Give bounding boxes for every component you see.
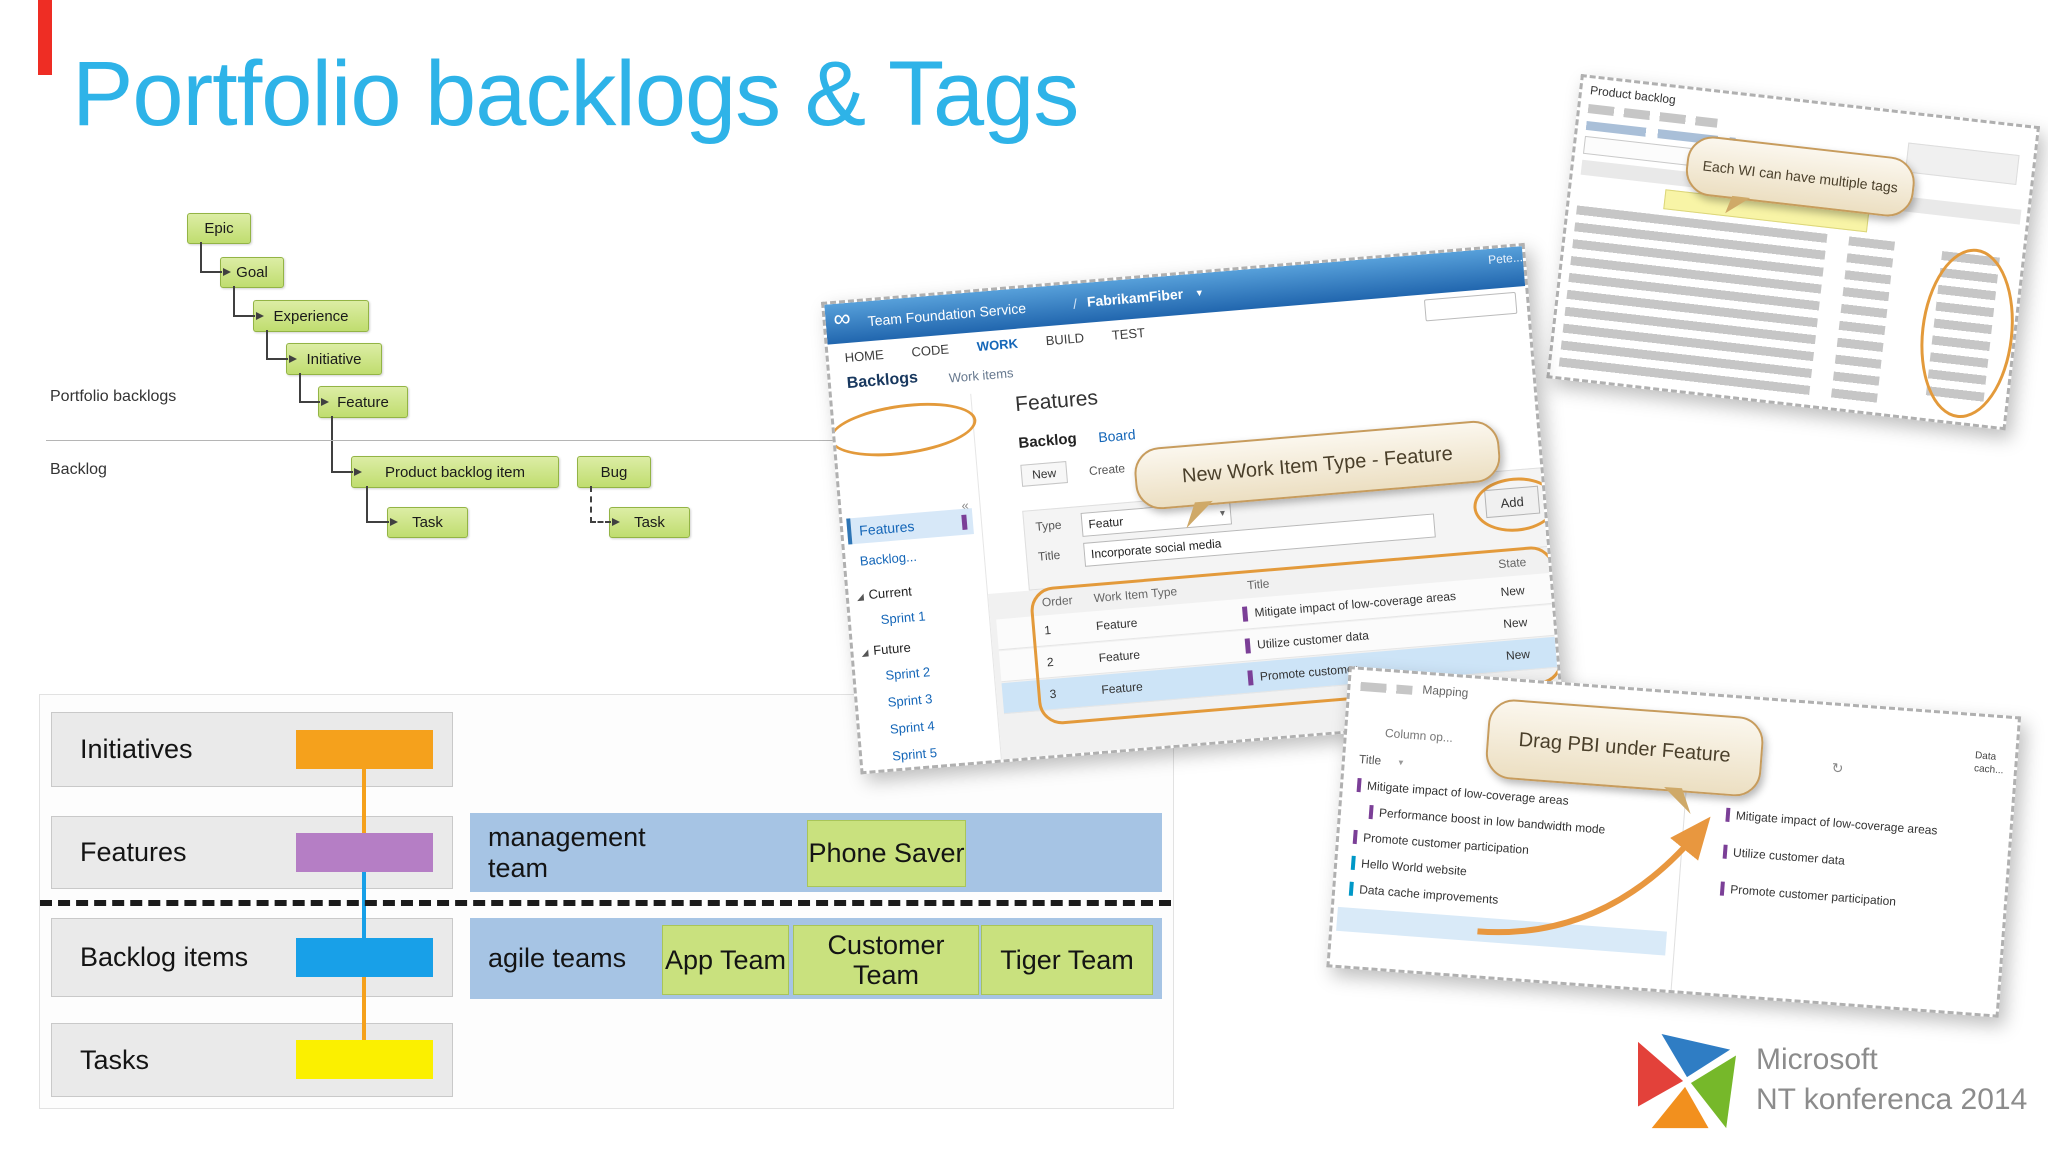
tab-backlog[interactable]: Backlog [1017,430,1078,452]
blurred-title-column [1558,205,1828,396]
task-color-chip [296,1040,433,1079]
tfs-brand: Team Foundation Service [867,299,1027,330]
subnav-work-items[interactable]: Work items [948,365,1014,386]
sidebar-item-backlog[interactable]: Backlog... [859,548,918,569]
sidebar-item-sprint-4[interactable]: Sprint 4 [889,718,936,737]
tab-board[interactable]: Board [1097,426,1137,446]
portfolio-backlogs-label: Portfolio backlogs [50,388,177,405]
nav-item-test[interactable]: TEST [1111,325,1146,343]
backlog-item-color-chip [296,938,433,977]
title-label: Title [1037,547,1061,564]
callout-text: Drag PBI under Feature [1517,728,1732,767]
brand-line-2: NT konferenca 2014 [1756,1083,2028,1116]
sidebar-item-sprint-3[interactable]: Sprint 3 [887,691,934,710]
sidebar-item-sprint-1[interactable]: Sprint 1 [880,608,927,628]
type-label: Type [1034,517,1063,534]
blurred-panel [1904,142,2020,185]
connector-arrow [331,416,362,476]
sidebar-group-label: Current [867,583,913,603]
search-input[interactable] [1423,291,1518,322]
sidebar-item-sprint-5[interactable]: Sprint 5 [891,744,938,764]
chevron-down-icon: ▾ [1219,507,1226,519]
nav-item-home[interactable]: HOME [844,346,885,366]
breadcrumb-separator: / [1072,295,1078,312]
node-task: Task [387,507,468,538]
new-button[interactable]: New [1020,461,1069,487]
connector-line [362,769,366,833]
logo-green-triangle [1690,1055,1736,1129]
sidebar-group-future[interactable]: ◢Future [861,639,912,659]
layer-label: Backlog items [80,942,249,973]
teams-layers-diagram: Initiatives Features Backlog items Tasks… [39,694,1174,1109]
project-selector[interactable]: FabrikamFiber [1086,285,1184,310]
sidebar-group-label: Future [872,639,912,658]
connector-arrow [233,286,264,320]
feature-color-bar [961,514,968,530]
callout-text: New Work Item Type - Feature [1181,442,1454,487]
subnav-backlogs[interactable]: Backlogs [846,369,919,393]
tree-expand-icon: ◢ [856,591,865,603]
backlog-label: Backlog [50,461,107,478]
create-query-link[interactable]: Create [1088,461,1126,479]
node-feature: Feature [318,386,408,418]
team-row-label: agile teams [488,943,627,974]
initiative-color-chip [296,730,433,769]
nav-item-work[interactable]: WORK [976,335,1019,355]
blurred-state-column [1830,236,1896,404]
sidebar-item-label: Features [858,518,915,539]
brand-line-1: Microsoft [1756,1043,1878,1076]
layer-label: Features [80,837,187,868]
connector-arrow-dashed [590,486,620,526]
sidebar-item-features[interactable]: Features [846,508,974,545]
tfs-header-bar: ∞ Team Foundation Service / FabrikamFibe… [824,245,1532,345]
connector-arrow [200,242,231,276]
connector-arrow [299,373,329,406]
visual-studio-logo-icon: ∞ [832,304,852,333]
layer-label: Initiatives [80,734,193,765]
team-chip-tiger-team: Tiger Team [981,925,1153,995]
node-initiative: Initiative [286,343,382,375]
slide-accent-bar [38,0,52,75]
logo-blue-triangle [1661,1034,1731,1078]
nav-item-build[interactable]: BUILD [1045,330,1085,349]
project-chevron-icon[interactable]: ▾ [1196,287,1203,300]
node-experience: Experience [253,300,369,332]
nt-konferenca-logo [1638,1034,1736,1129]
connector-arrow [266,330,297,363]
tags-screenshot: Product backlog Each WI can have multipl… [1546,74,2041,431]
team-chip-phone-saver: Phone Saver [807,820,966,887]
team-chip-customer-team: Customer Team [793,925,979,995]
type-select-value: Featur [1087,514,1124,532]
conference-brand: Microsoft NT konferenca 2014 [1756,1040,2027,1120]
section-divider [46,440,976,441]
node-epic: Epic [187,213,251,244]
tree-expand-icon: ◢ [861,647,869,658]
node-bug: Bug [577,456,651,488]
portfolio-backlog-divider [40,900,1171,906]
product-backlog-title: Product backlog [1589,83,1677,107]
connector-line [362,977,366,1040]
drag-arrow [1477,816,1711,936]
nav-item-code[interactable]: CODE [910,341,950,360]
logo-red-triangle [1638,1041,1684,1107]
sidebar-item-sprint-2[interactable]: Sprint 2 [884,664,931,683]
node-product-backlog-item: Product backlog item [351,456,559,488]
feature-color-chip [296,833,433,872]
layer-label: Tasks [80,1044,150,1075]
backlog-page-title: Features [1014,386,1099,417]
team-chip-app-team: App Team [662,925,789,995]
connector-arrow [366,486,398,526]
team-row-label: management team [488,822,646,883]
page-title: Portfolio backlogs & Tags [72,43,1079,145]
user-name[interactable]: Pete... [1487,250,1524,268]
mapping-screenshot: Mapping Column op... Title ▼ Mitigate im… [1326,666,2022,1018]
node-task: Task [609,507,690,538]
callout-text: Each WI can have multiple tags [1701,157,1899,196]
logo-orange-triangle [1651,1086,1709,1129]
sidebar-group-current[interactable]: ◢Current [856,583,912,603]
